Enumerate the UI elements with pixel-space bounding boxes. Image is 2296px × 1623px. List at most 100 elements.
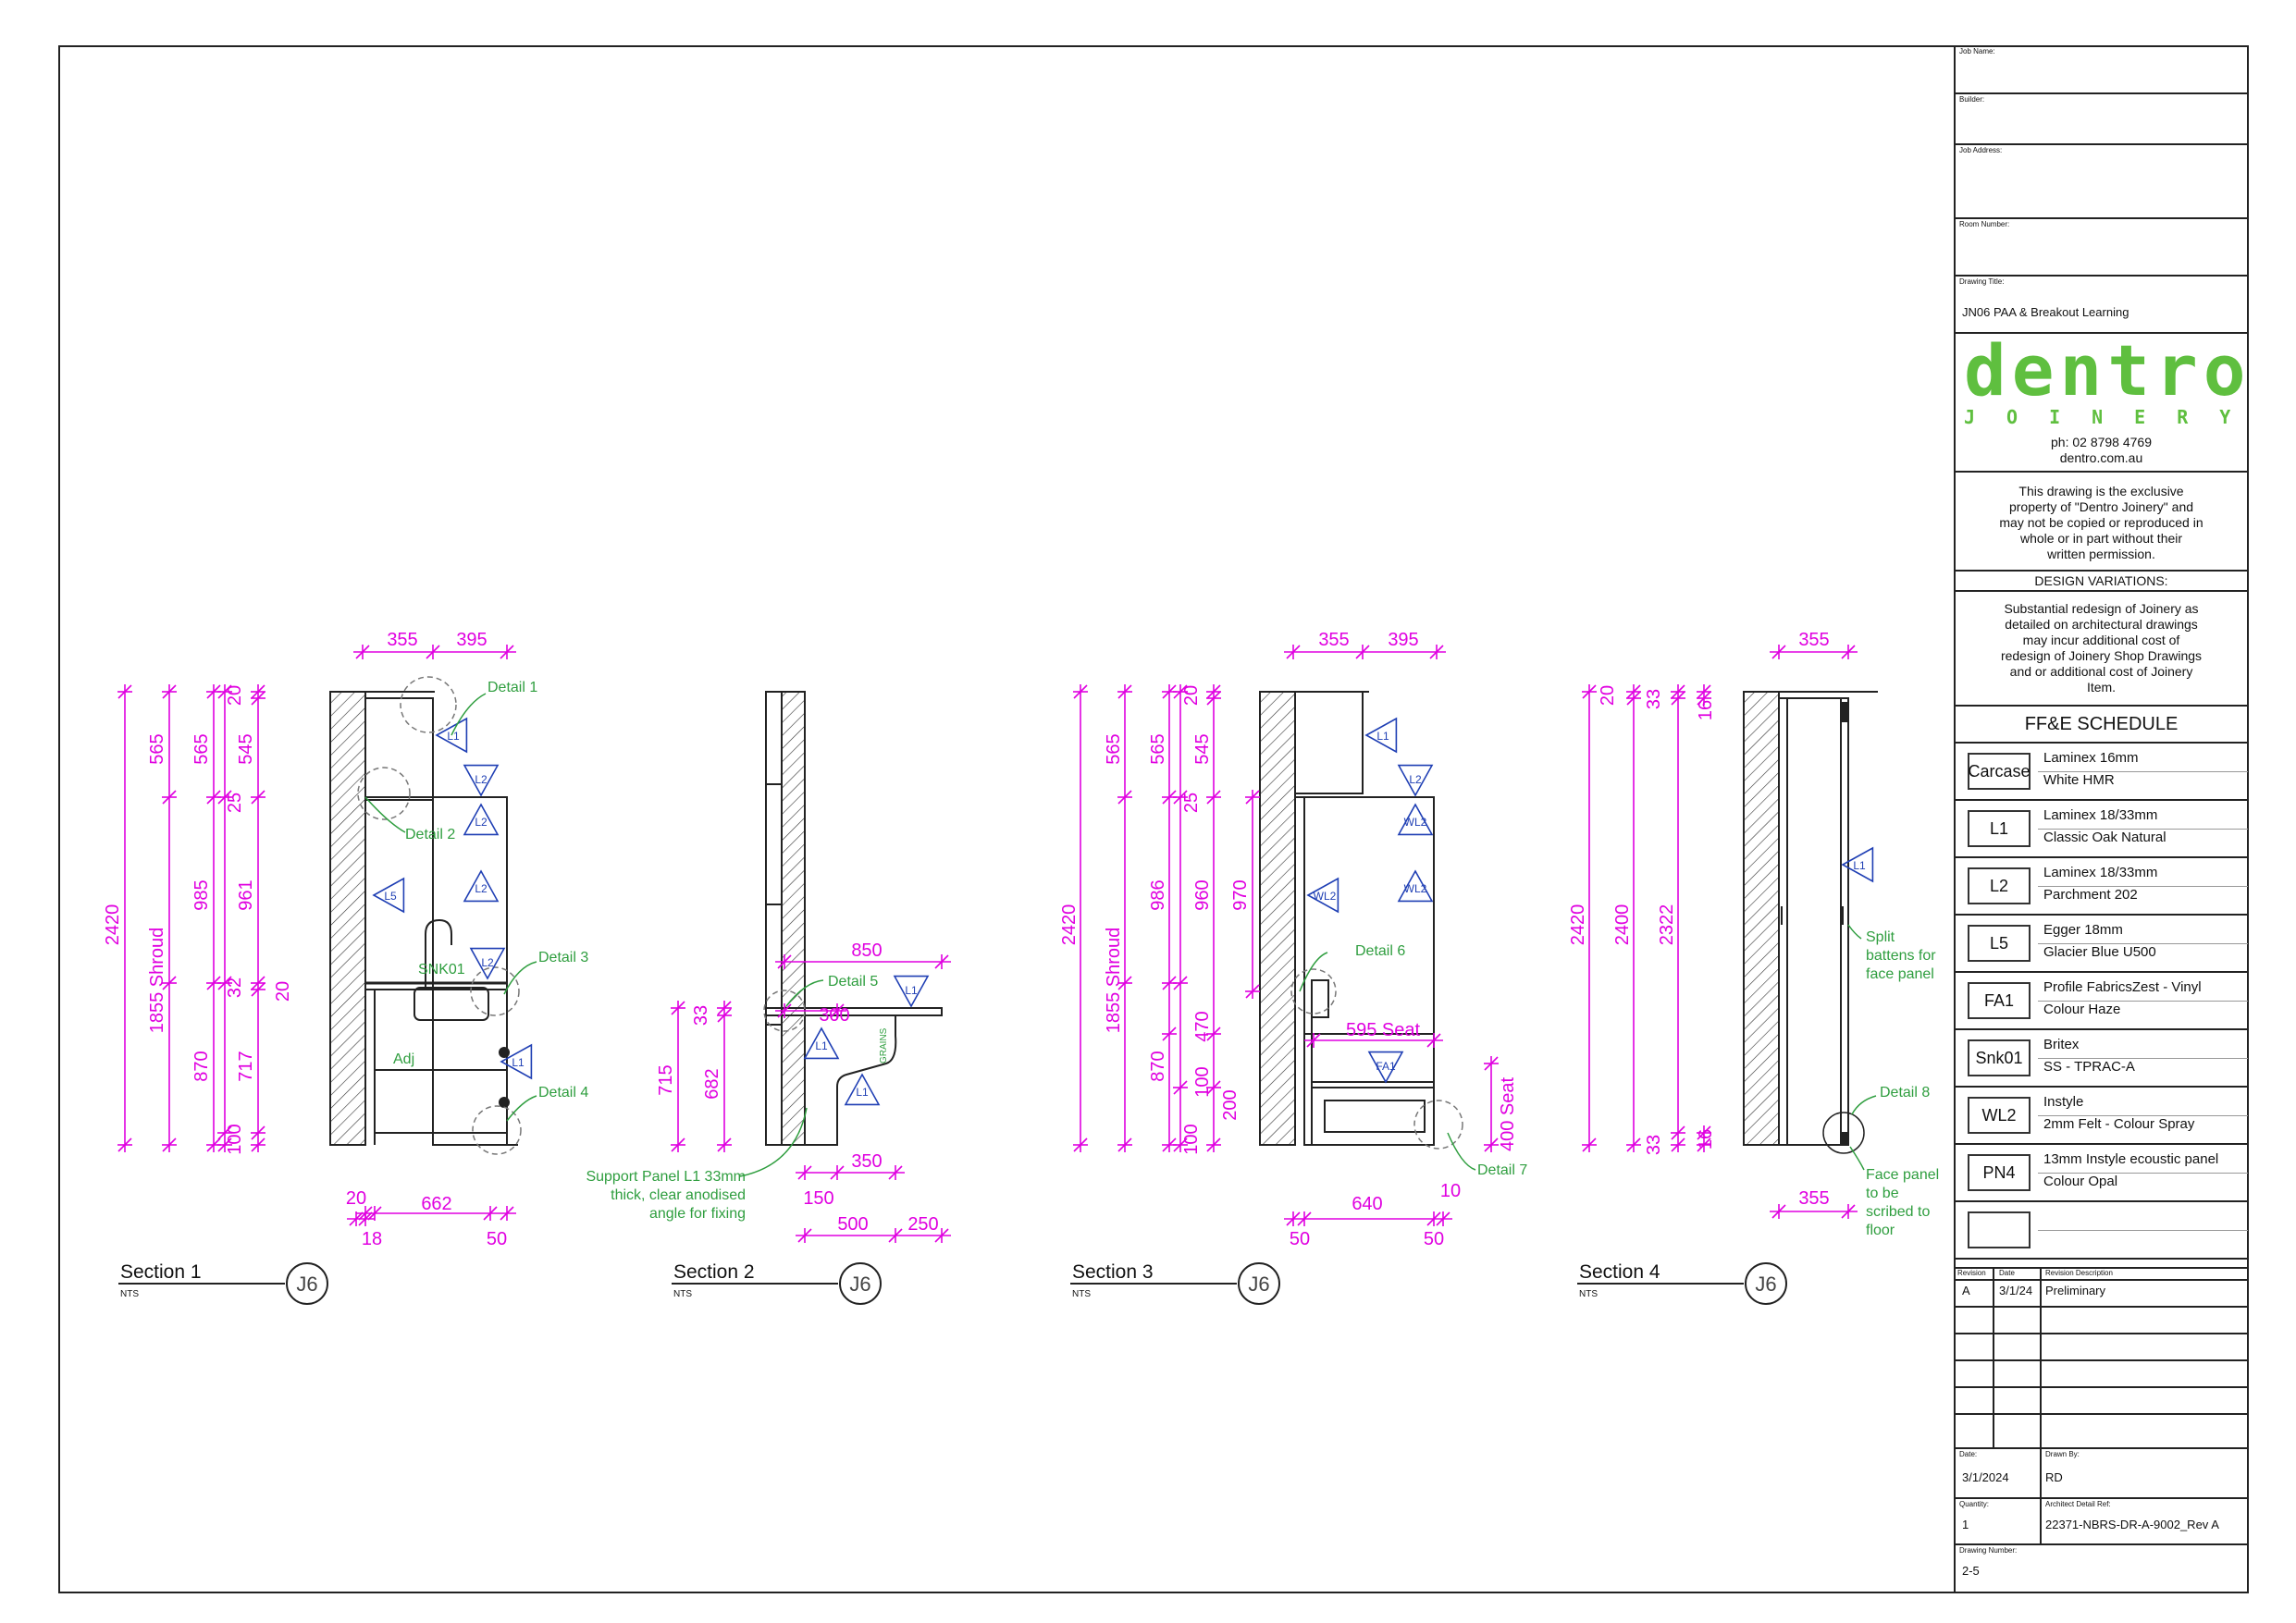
dimension-tick bbox=[1626, 691, 1641, 706]
job-address-label: Job Address: bbox=[1959, 146, 2003, 154]
s4-dim-2322: 2322 bbox=[1657, 904, 1677, 946]
dimension-tick bbox=[217, 684, 232, 699]
dimension-tick bbox=[888, 1165, 903, 1180]
s3-dim-10: 10 bbox=[1440, 1181, 1461, 1201]
ffe-divider bbox=[2038, 1115, 2248, 1116]
dimension-tick bbox=[251, 1125, 265, 1140]
tag-l5: L5 bbox=[372, 877, 405, 914]
dimension-tick bbox=[206, 1137, 221, 1152]
notice-line-5: written permission. bbox=[2047, 547, 2155, 561]
ffe-material: Britex bbox=[2043, 1037, 2080, 1052]
date-value: 3/1/2024 bbox=[1962, 1470, 2009, 1484]
s4-dim-33b: 33 bbox=[1644, 1135, 1664, 1155]
dimension-tick bbox=[1671, 691, 1685, 706]
drawn-by-label: Drawn By: bbox=[2045, 1450, 2080, 1458]
s1-dim-100: 100 bbox=[225, 1124, 245, 1154]
ffe-material: Laminex 18/33mm bbox=[2043, 865, 2158, 880]
dimension-tick bbox=[162, 1137, 177, 1152]
dimension-tick bbox=[934, 1228, 949, 1243]
tag-label: L1 bbox=[1853, 859, 1866, 872]
support-note-1: Support Panel L1 33mm bbox=[586, 1169, 746, 1185]
dimension-tick bbox=[1206, 691, 1221, 706]
ffe-divider bbox=[2038, 829, 2248, 830]
s3-dim-25: 25 bbox=[1181, 793, 1202, 813]
ffe-material: Laminex 18/33mm bbox=[2043, 807, 2158, 823]
s3-dim-50b: 50 bbox=[1424, 1229, 1444, 1249]
dimension-tick bbox=[367, 1206, 382, 1221]
tag-label: L1 bbox=[1376, 730, 1389, 743]
revision-date: 3/1/24 bbox=[1999, 1284, 2033, 1297]
dimension-tick bbox=[797, 1228, 812, 1243]
grains-label: GRAINS bbox=[879, 1027, 889, 1064]
section-2-title: Section 2 bbox=[673, 1261, 755, 1283]
revision-letter: A bbox=[1962, 1284, 1970, 1297]
ffe-code: FA1 bbox=[1968, 982, 2031, 1019]
dimension-tick bbox=[1162, 790, 1177, 805]
dimension-tick bbox=[1426, 1211, 1441, 1226]
face-note-3: scribed to bbox=[1866, 1204, 1930, 1220]
ffe-material: Laminex 16mm bbox=[2043, 750, 2139, 766]
tag-l1: L1 bbox=[803, 1027, 840, 1060]
drawing-number-label: Drawing Number: bbox=[1959, 1546, 2018, 1555]
website: dentro.com.au bbox=[2059, 450, 2143, 465]
dimension-tick bbox=[1582, 1137, 1597, 1152]
dimension-tick bbox=[1117, 976, 1132, 990]
dimension-tick bbox=[1117, 684, 1132, 699]
s3-dim-640: 640 bbox=[1352, 1194, 1382, 1214]
dimension-tick bbox=[1771, 1204, 1786, 1219]
s3-dim-100b: 100 bbox=[1192, 1066, 1213, 1097]
dimension-tick bbox=[206, 684, 221, 699]
ffe-material: 13mm Instyle ecoustic panel bbox=[2043, 1151, 2219, 1167]
s3-dim-400seat: 400 Seat bbox=[1498, 1077, 1518, 1152]
dimension-tick bbox=[934, 954, 949, 969]
dimension-tick bbox=[1841, 645, 1856, 659]
dimension-text: 355 395 2420 1855 Shroud 565 565 985 870… bbox=[103, 630, 1830, 1249]
dimension-tick bbox=[1355, 645, 1370, 659]
detail-2-label: Detail 2 bbox=[405, 827, 455, 842]
ffe-divider bbox=[2038, 1230, 2248, 1231]
ffe-heading: FF&E SCHEDULE bbox=[2024, 714, 2179, 734]
s1-dim-961: 961 bbox=[236, 879, 256, 910]
ffe-divider bbox=[2038, 943, 2248, 944]
split-note-3: face panel bbox=[1866, 966, 1934, 982]
notice-line-4: whole or in part without their bbox=[2019, 531, 2183, 546]
dimension-tick bbox=[1245, 984, 1260, 999]
dimension-tick bbox=[358, 1211, 373, 1226]
s2-dim-150: 150 bbox=[803, 1188, 833, 1209]
variation-line-6: Item. bbox=[2086, 680, 2117, 695]
dimension-tick bbox=[1286, 1211, 1301, 1226]
tag-wl2: WL2 bbox=[1397, 803, 1434, 836]
dimension-tick bbox=[1173, 1137, 1188, 1152]
tag-label: L2 bbox=[475, 816, 488, 829]
section-3-ref: J6 bbox=[1248, 1273, 1269, 1296]
dimension-tick bbox=[217, 976, 232, 990]
detail-4-label: Detail 4 bbox=[538, 1085, 588, 1100]
dimension-tick bbox=[1484, 1137, 1499, 1152]
s2-dim-250: 250 bbox=[907, 1214, 938, 1235]
s1-dim-20r: 20 bbox=[273, 981, 293, 1002]
face-note-1: Face panel bbox=[1866, 1167, 1939, 1183]
tag-label: L1 bbox=[447, 730, 460, 743]
section-titles: Section 1 NTS J6 Section 2 NTS J6 Sectio… bbox=[120, 1261, 1777, 1299]
section-4-drawing bbox=[1743, 691, 1878, 1146]
s3-dim-565a: 565 bbox=[1104, 733, 1124, 764]
dimension-tick bbox=[1582, 684, 1597, 699]
tag-l1: L1 bbox=[1364, 717, 1398, 754]
section-4-scale: NTS bbox=[1579, 1289, 1598, 1299]
s1-dim-50: 50 bbox=[487, 1229, 507, 1249]
tag-label: L1 bbox=[856, 1086, 869, 1099]
section-1-detail-circles bbox=[357, 676, 522, 1155]
tag-label: FA1 bbox=[1376, 1060, 1396, 1073]
detail-8-label: Detail 8 bbox=[1880, 1085, 1930, 1100]
arch-ref-value: 22371-NBRS-DR-A-9002_Rev A bbox=[2045, 1518, 2219, 1531]
dimension-tick bbox=[830, 1003, 845, 1018]
dimension-tick bbox=[217, 790, 232, 805]
dimension-tick bbox=[888, 1228, 903, 1243]
ffe-divider bbox=[2038, 1173, 2248, 1174]
tag-label: WL2 bbox=[1314, 890, 1337, 903]
s3-dim-470: 470 bbox=[1192, 1011, 1213, 1041]
